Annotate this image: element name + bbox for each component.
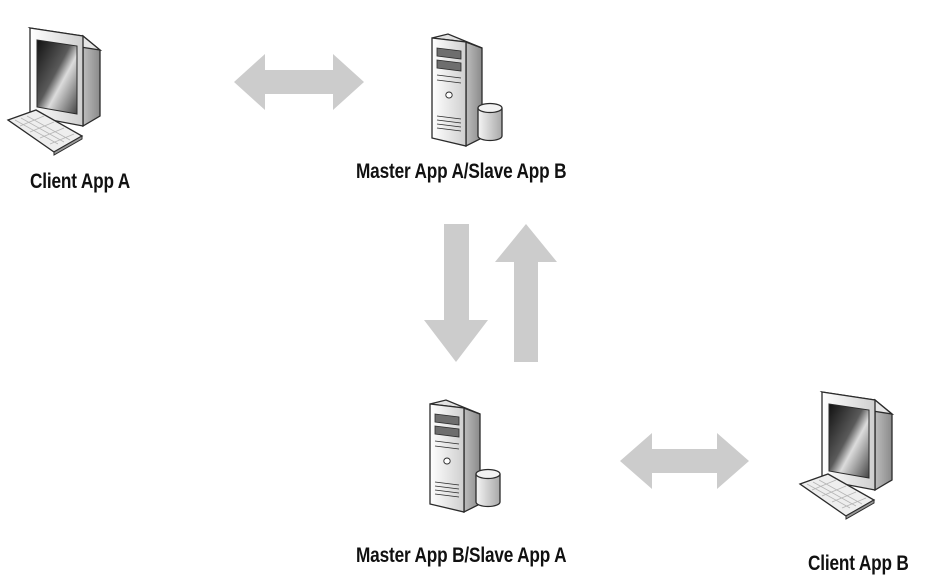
down-arrow-master-a-to-master-b: [424, 224, 488, 362]
desktop-computer-icon: [799, 391, 893, 520]
bidirectional-arrow-master-b-client-b: [620, 433, 749, 489]
server-with-database-icon: [429, 399, 501, 513]
desktop-computer-icon: [7, 27, 101, 156]
bidirectional-arrow-client-a-master-a: [234, 54, 364, 110]
client-app-a-label: Client App A: [30, 170, 131, 193]
master-app-a-label: Master App A/Slave App B: [356, 160, 567, 183]
up-arrow-master-b-to-master-a: [495, 224, 557, 362]
master-app-b-label: Master App B/Slave App A: [356, 544, 567, 567]
client-app-b-label: Client App B: [808, 552, 909, 575]
server-with-database-icon: [431, 33, 503, 147]
